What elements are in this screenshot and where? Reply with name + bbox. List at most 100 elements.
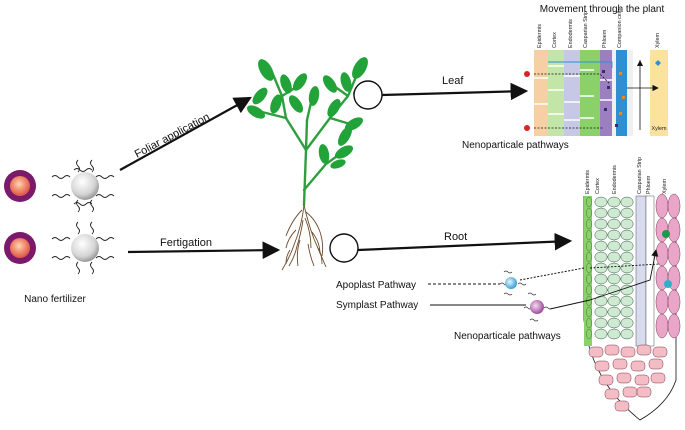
fertigation-arrow <box>127 241 281 260</box>
leaf-column-label: Xylem <box>655 33 661 48</box>
root-xylem-cell <box>655 289 669 315</box>
root-cell <box>620 295 634 307</box>
root-cap-cell <box>636 386 652 398</box>
root-label: Root <box>444 231 467 243</box>
leaf-label: Leaf <box>442 75 464 87</box>
root-cell <box>620 207 634 219</box>
pathways-label-top: Nenoparticale pathways <box>462 140 569 151</box>
root-xylem-cell <box>667 289 681 315</box>
symplast-label: Symplast Pathway <box>336 300 418 311</box>
nano-fertilizer-label: Nano fertilizer <box>24 294 86 305</box>
root-arrow <box>357 232 573 252</box>
root-column-label: Casparian Strip <box>637 157 643 194</box>
root-cell <box>594 240 608 252</box>
root-cap-cell <box>616 372 632 384</box>
root-cap-cell <box>594 360 610 372</box>
root-cap-cell <box>650 372 666 384</box>
root-xylem-cell <box>655 241 669 267</box>
root-cell <box>607 229 621 241</box>
coated-nanoparticle-top <box>51 159 115 213</box>
root-cell <box>607 218 621 230</box>
root-epidermis-cell <box>586 251 592 263</box>
root-cell <box>607 251 621 263</box>
root-cross-section: Epidermis Cortex Endodermis Casparian Strip… <box>583 157 681 421</box>
leaf-column-label: Epidermis <box>537 24 543 48</box>
leaf-column-label: Endodermis <box>568 19 574 48</box>
root-cap-cell <box>588 346 604 358</box>
root-column-label: Endodermis <box>612 165 618 194</box>
root-epidermis-cell <box>586 317 592 329</box>
root-cell <box>620 328 634 340</box>
root-cell <box>594 207 608 219</box>
root-column-label: Cortex <box>595 178 601 194</box>
root-epidermis-cell <box>586 284 592 296</box>
root-cell <box>620 273 634 285</box>
root-cap-cell <box>598 374 614 386</box>
root-cell <box>607 262 621 274</box>
root-cell <box>620 306 634 318</box>
root-cell <box>607 196 621 208</box>
root-cell <box>607 240 621 252</box>
leaf-column-label: Cortex <box>552 32 558 48</box>
leaf-column-label: Companion cells <box>617 8 623 48</box>
root-cap-cell <box>604 388 620 400</box>
root-epidermis-cell <box>586 218 592 230</box>
root-cell <box>607 273 621 285</box>
root-epidermis-cell <box>586 273 592 285</box>
root-cell <box>594 229 608 241</box>
root-cell <box>594 196 608 208</box>
nano-fertilizer-particle-top <box>4 170 36 202</box>
root-xylem-cell <box>655 217 669 243</box>
leaf-arrow <box>381 82 529 101</box>
root-cap-cell <box>620 346 636 358</box>
root-cell <box>620 251 634 263</box>
root-cell <box>594 262 608 274</box>
nano-fertilizer-particle-bottom <box>4 232 36 264</box>
root-column-label: Xylem <box>662 179 668 194</box>
root-cell <box>620 229 634 241</box>
movement-title: Movement through the plant <box>540 4 665 15</box>
root-cell <box>607 295 621 307</box>
root-cell <box>594 317 608 329</box>
leaf-xylem-text: Xylem <box>652 126 667 132</box>
root-cap-cell <box>604 344 620 356</box>
root-cell <box>620 317 634 329</box>
root-cell <box>620 196 634 208</box>
plant-illustration <box>246 57 372 271</box>
root-cap-cell <box>636 344 652 356</box>
root-cell <box>594 284 608 296</box>
root-epidermis-cell <box>586 196 592 208</box>
root-zoom-circle <box>329 233 359 263</box>
root-column-label: Epidermis <box>585 170 591 194</box>
leaf-zoom-circle <box>353 80 383 110</box>
root-cell <box>594 218 608 230</box>
root-xylem-cell <box>667 241 681 267</box>
root-column-label: Phloem <box>646 175 652 194</box>
foliar-application-label: Foliar application <box>133 111 212 161</box>
root-epidermis-cell <box>586 207 592 219</box>
apoplast-particle <box>499 270 527 296</box>
root-cap-cell <box>622 386 638 398</box>
leaf-cross-section: Epidermis Cortex Endodermis Casparian Strip… <box>524 8 668 136</box>
root-cell <box>607 317 621 329</box>
root-cell <box>594 306 608 318</box>
root-cap-cell <box>634 374 650 386</box>
root-epidermis-cell <box>586 328 592 340</box>
leaf-column-label: Casparian Strip <box>583 11 589 48</box>
root-cell <box>594 251 608 263</box>
root-xylem-cell <box>655 193 669 219</box>
root-cell <box>607 306 621 318</box>
symplast-particle <box>523 292 553 322</box>
root-cap-cell <box>652 346 668 358</box>
root-cap-cell <box>612 358 628 370</box>
apoplast-label: Apoplast Pathway <box>336 280 416 291</box>
root-cell <box>607 328 621 340</box>
root-cell <box>620 240 634 252</box>
root-xylem-cell <box>667 313 681 339</box>
coated-nanoparticle-bottom <box>51 221 115 275</box>
root-xylem-cell <box>667 217 681 243</box>
root-xylem-cell <box>667 193 681 219</box>
root-epidermis-cell <box>586 240 592 252</box>
